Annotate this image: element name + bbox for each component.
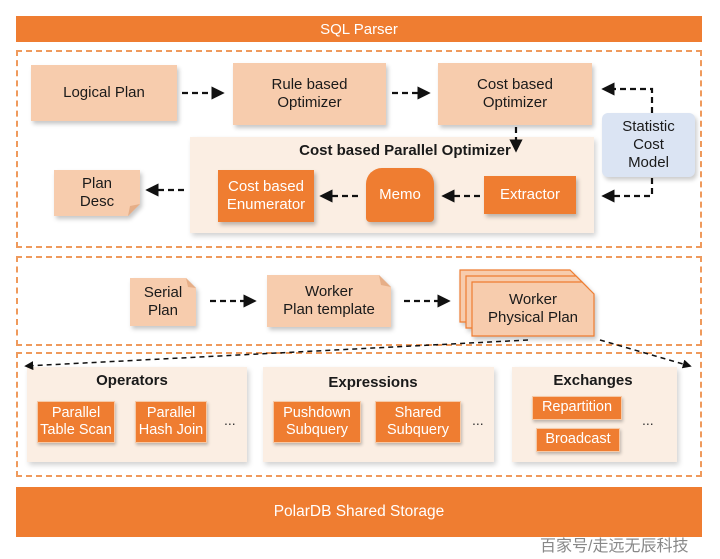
storage-bar: PolarDB Shared Storage bbox=[16, 487, 702, 537]
sql-parser-bar: SQL Parser bbox=[16, 16, 702, 42]
sql-parser-label: SQL Parser bbox=[320, 20, 398, 38]
operators-more: ... bbox=[224, 412, 236, 428]
exchanges-more: ... bbox=[642, 412, 654, 428]
repartition-box: Repartition bbox=[532, 396, 622, 420]
parallel-hash-join-box: Parallel Hash Join bbox=[135, 401, 207, 443]
parallel-optimizer-title: Cost based Parallel Optimizer bbox=[299, 142, 511, 159]
rule-based-optimizer-box: Rule based Optimizer bbox=[233, 63, 386, 125]
statistic-cost-model-box: Statistic Cost Model bbox=[602, 113, 695, 177]
storage-label: PolarDB Shared Storage bbox=[273, 503, 445, 520]
plan-desc-label: Plan Desc bbox=[79, 175, 115, 210]
expressions-more: ... bbox=[472, 412, 484, 428]
operators-title: Operators bbox=[96, 372, 168, 389]
watermark: 百家号/走远无辰科技 bbox=[540, 538, 689, 555]
worker-plan-template-shape bbox=[267, 275, 391, 327]
pushdown-subquery-box: Pushdown Subquery bbox=[273, 401, 361, 443]
serial-plan-shape bbox=[130, 278, 196, 326]
worker-physical-plan-stack bbox=[459, 269, 595, 337]
cost-based-optimizer-box: Cost based Optimizer bbox=[438, 63, 592, 125]
exchanges-title: Exchanges bbox=[553, 372, 633, 389]
expressions-title: Expressions bbox=[328, 374, 418, 391]
logical-plan-box: Logical Plan bbox=[31, 65, 177, 121]
worker-physical-plan-label: Worker Physical Plan bbox=[487, 291, 579, 326]
worker-plan-template-label: Worker Plan template bbox=[283, 283, 375, 318]
optimizer-section bbox=[16, 50, 702, 248]
memo-box: Memo bbox=[366, 168, 434, 222]
parallel-table-scan-box: Parallel Table Scan bbox=[37, 401, 115, 443]
extractor-box: Extractor bbox=[484, 176, 576, 214]
shared-subquery-box: Shared Subquery bbox=[375, 401, 461, 443]
cost-based-enumerator-box: Cost based Enumerator bbox=[218, 170, 314, 222]
broadcast-box: Broadcast bbox=[536, 428, 620, 452]
serial-plan-label: Serial Plan bbox=[143, 284, 183, 319]
plan-desc-shape bbox=[54, 170, 140, 216]
